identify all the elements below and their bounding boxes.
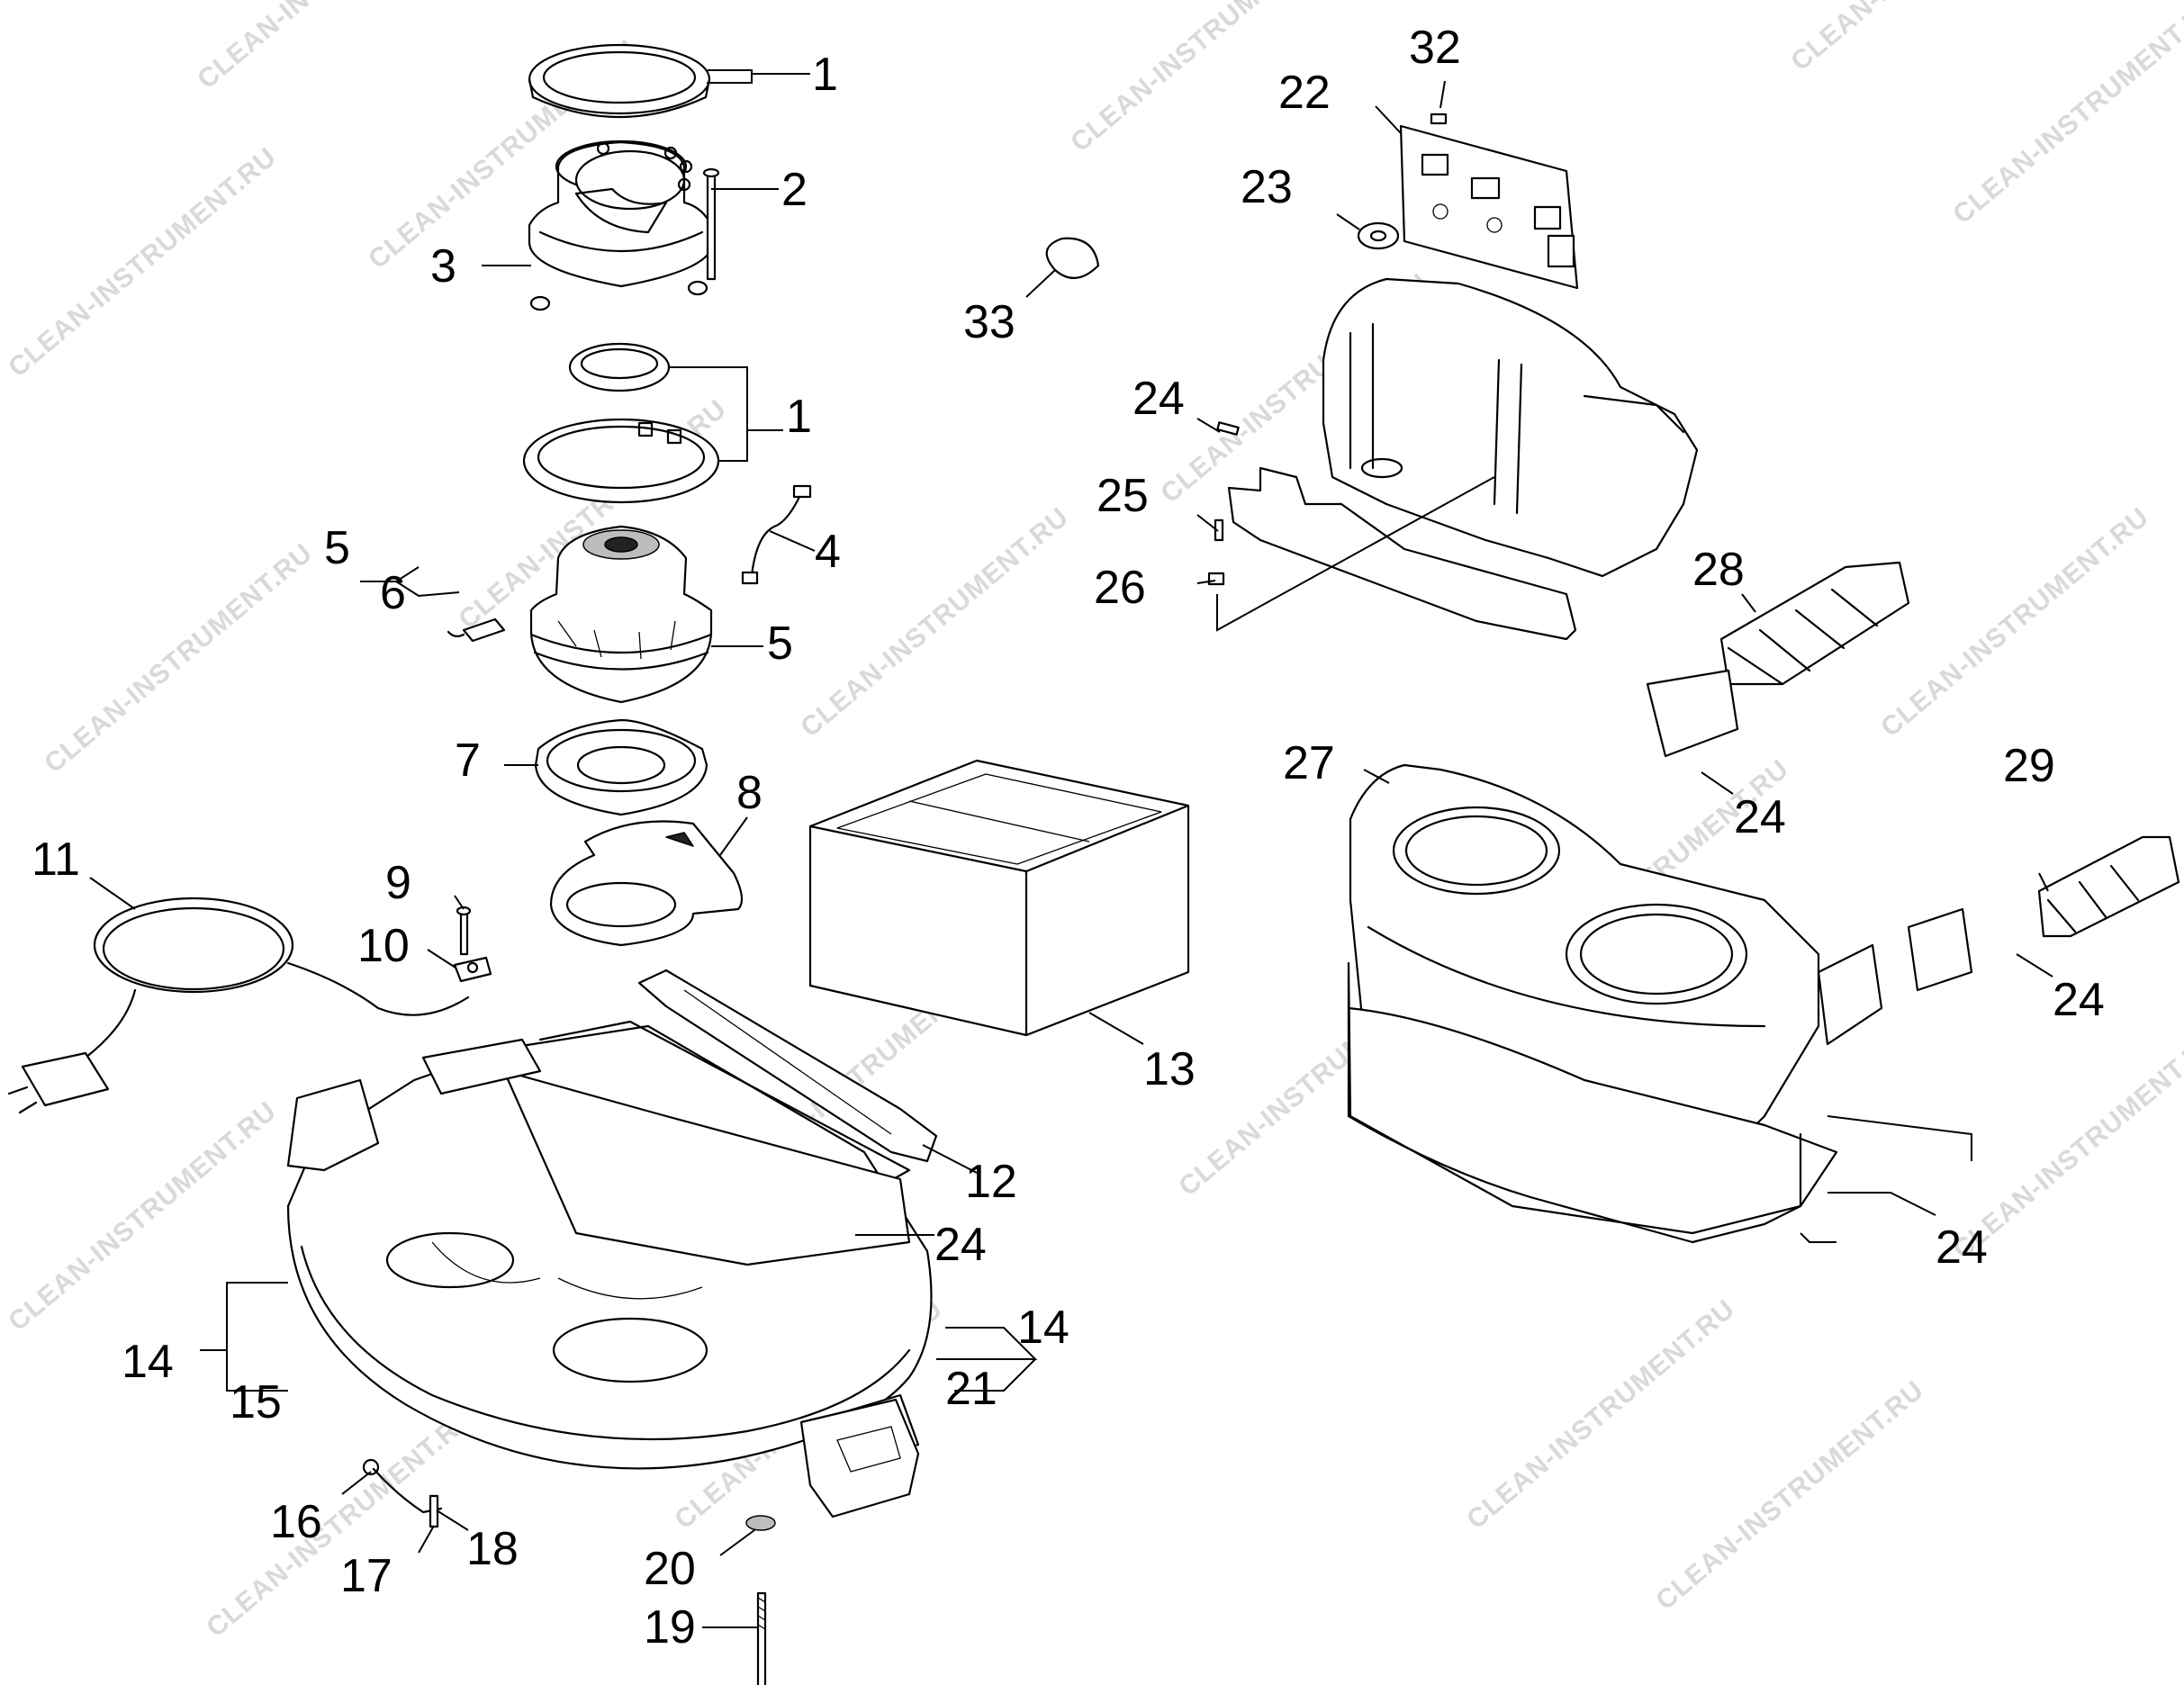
callout-label: 28: [1692, 544, 1745, 596]
callout-label: 33: [963, 296, 1015, 348]
callout-label: 23: [1241, 161, 1293, 213]
callout-label: 24: [1936, 1221, 1988, 1274]
callout-label: 29: [2003, 740, 2055, 792]
part-24-electronics-housing: [1227, 277, 1699, 641]
callout-label: 24: [1133, 373, 1185, 425]
part-23-ferrite-ring: [1357, 221, 1400, 250]
callout-label: 16: [270, 1496, 322, 1548]
callout-label: 13: [1143, 1043, 1196, 1095]
part-26-nut: [1207, 572, 1225, 586]
callout-label: 6: [380, 567, 406, 619]
callout-label: 1: [812, 49, 838, 101]
part-25-screw: [1214, 518, 1224, 542]
callout-label: 22: [1278, 67, 1331, 119]
watermark: CLEAN-INSTRUMENT.RU: [1461, 1294, 1740, 1536]
watermark: CLEAN-INSTRUMENT.RU: [192, 0, 471, 95]
callout-label: 2: [781, 164, 808, 216]
part-29-filter-basket: [2037, 835, 2180, 938]
callout-label: 1: [786, 391, 812, 443]
callout-label: 15: [230, 1376, 282, 1428]
part-18-bracket: [372, 1467, 443, 1514]
part-12-filter-grille: [637, 969, 938, 1163]
part-2-screw: [702, 167, 720, 281]
callout-label: 3: [430, 240, 456, 293]
part-1-lower-seal-ring: [522, 418, 720, 504]
callout-label: 14: [1017, 1302, 1069, 1354]
part-8-impeller-cover: [549, 820, 744, 947]
part-3-motor-cover: [528, 140, 715, 311]
part-13-flat-filter: [808, 759, 1190, 1037]
watermark: CLEAN-INSTRUMENT.RU: [1875, 502, 2154, 743]
part-33-clip: [1045, 237, 1100, 279]
part-9-screw: [456, 906, 472, 956]
callout-label: 24: [2053, 974, 2105, 1026]
watermark: CLEAN-INSTRUMENT.RU: [39, 538, 318, 779]
part-19-bolt: [756, 1591, 767, 1685]
callout-label: 9: [385, 857, 411, 909]
callout-label: 24: [1734, 791, 1786, 843]
callout-label: 14: [122, 1336, 174, 1388]
part-10-clamp: [453, 956, 492, 983]
part-20-washer: [745, 1515, 776, 1531]
callout-label: 24: [934, 1219, 987, 1271]
callout-label: 4: [815, 526, 841, 578]
callout-labels: 1 2 3 1 4 5 6 5 7 8 9 10 11 12 13 14 15 …: [32, 22, 2105, 1653]
watermark: CLEAN-INSTRUMENT.RU: [3, 142, 282, 383]
part-6-brush: [447, 617, 506, 643]
callout-label: 26: [1094, 562, 1146, 614]
part-24-retainer-small: [1216, 421, 1240, 436]
callout-label: 10: [357, 920, 410, 972]
part-1-top-seal-ring: [528, 43, 711, 119]
callout-label: 5: [324, 522, 350, 574]
part-4-cable-connector: [741, 484, 812, 585]
callout-label: 11: [32, 833, 80, 886]
leader-lines: [89, 69, 2053, 1628]
watermark: CLEAN-INSTRUMENT.RU: [1785, 0, 2064, 77]
watermark: CLEAN-INSTRUMENT.RU: [1650, 1375, 1929, 1617]
part-5-motor: [529, 525, 713, 704]
callout-label: 21: [945, 1363, 997, 1415]
part-32-fuse: [1430, 113, 1448, 125]
callout-label: 19: [644, 1601, 696, 1653]
callout-label: 20: [644, 1543, 696, 1595]
watermark: CLEAN-INSTRUMENT.RU: [1947, 0, 2184, 230]
part-11-power-cord: [7, 897, 470, 1114]
part-28-filter-basket: [1719, 561, 1910, 686]
part-7-fan-housing: [534, 718, 708, 816]
part-22-circuit-board: [1399, 124, 1579, 290]
callout-label: 25: [1097, 470, 1149, 522]
callout-label: 17: [340, 1550, 393, 1602]
callout-label: 5: [767, 617, 793, 670]
callout-label: 32: [1409, 22, 1461, 74]
callout-label: 27: [1283, 737, 1335, 789]
callout-label: 7: [455, 734, 481, 787]
part-21-latch: [799, 1398, 920, 1518]
callout-label: 12: [965, 1156, 1017, 1208]
part-1-inner-seal-ring: [568, 342, 671, 392]
part-27-cyclone-housing: [1347, 669, 1973, 1244]
watermark: CLEAN-INSTRUMENT.RU: [3, 1096, 282, 1338]
callout-label: 8: [736, 767, 763, 819]
callout-label: 18: [466, 1523, 519, 1575]
